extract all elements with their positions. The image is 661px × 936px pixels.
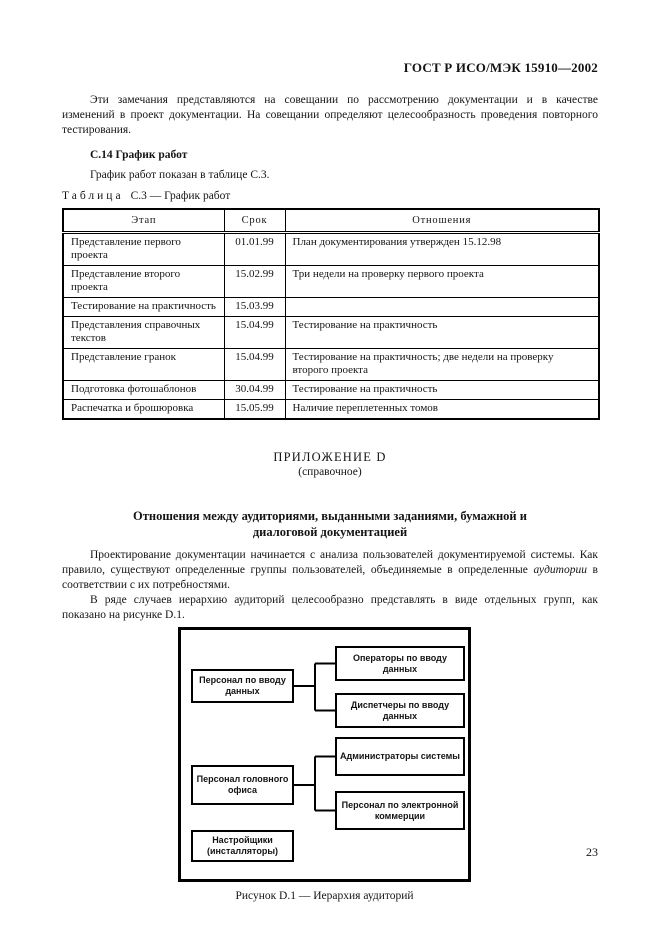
cell-date: 30.04.99 [223,380,286,400]
table-caption-rest: С.3 — График работ [130,190,231,202]
cell-relation: Тестирование на практичность [284,316,600,349]
cell-stage: Представление первого проекта [62,232,225,266]
cell-stage: Тестирование на практичность [62,297,225,317]
cell-relation: Наличие переплетенных томов [284,399,600,420]
diagram-box-label: Администраторы системы [340,751,460,761]
cell-relation [284,297,600,317]
diagram-box-label: Персонал головного офиса [196,774,289,795]
cell-date: 15.02.99 [223,265,286,298]
cell-stage: Представление гранок [62,348,225,381]
intro-paragraph: Эти замечания представляются на совещани… [62,94,598,136]
appendix-paragraph-1: Проектирование документации начинается с… [62,548,598,593]
diagram-box-data-entry-operators: Операторы по вводу данных [335,646,465,681]
appendix-type: (справочное) [298,466,362,478]
connector-lines [294,662,335,812]
table-caption: Таблица С.3 — График работ [62,189,598,203]
cell-relation: Три недели на проверку первого проекта [284,265,600,298]
cell-date: 15.05.99 [223,399,286,420]
section-heading-c14: С.14 График работ [90,149,188,161]
cell-date: 01.01.99 [223,232,286,266]
diagram-box-label: Настройщики (инсталляторы) [206,835,279,856]
diagram-box-data-entry-personnel: Персонал по вводу данных [191,669,294,703]
column-header-relation: Отношения [284,208,600,234]
schedule-table: Этап Срок Отношения Представление первог… [62,208,600,420]
cell-stage: Представление второго проекта [62,265,225,298]
diagram-box-label: Операторы по вводу данных [352,652,447,674]
cell-stage: Распечатка и брошюровка [62,399,225,420]
text-run: в соответствии с их потребностями. [62,564,598,591]
cell-date: 15.03.99 [223,297,286,317]
diagram-box-system-administrators: Администраторы системы [335,737,465,776]
cell-relation: Тестирование на практичность; две недели… [284,348,600,381]
document-header-title: ГОСТ Р ИСО/МЭК 15910—2002 [403,60,598,75]
diagram-box-label: Персонал по вводу данных [199,675,286,696]
text-run: Проектирование документации начинается с… [62,549,598,576]
column-header-date: Срок [223,208,286,234]
diagram-box-data-entry-dispatchers: Диспетчеры по вводу данных [335,693,465,728]
diagram-box-ecommerce-personnel: Персонал по электронной коммерции [335,791,465,830]
appendix-paragraph-2: В ряде случаев иерархию аудиторий целесо… [62,594,598,621]
cell-date: 15.04.99 [223,348,286,381]
table-caption-word: Таблица [62,190,124,202]
diagram-box-installers: Настройщики (инсталляторы) [191,830,294,862]
emphasized-term: аудитории [533,564,587,576]
figure-caption: Рисунок D.1 — Иерархия аудиторий [235,890,414,902]
cell-stage: Подготовка фотошаблонов [62,380,225,400]
audience-hierarchy-diagram: Персонал по вводу данных Операторы по вв… [178,627,471,882]
document-content: ГОСТ Р ИСО/МЭК 15910—2002 Эти замечания … [62,60,600,903]
schedule-paragraph: График работ показан в таблице С.3. [90,169,270,181]
column-header-stage: Этап [62,208,225,234]
table-header-row: Этап Срок Отношения [62,208,600,234]
cell-relation: Тестирование на практичность [284,380,600,400]
appendix-label: ПРИЛОЖЕНИЕ D [273,450,387,464]
appendix-title: Отношения между аудиториями, выданными з… [133,509,527,539]
diagram-box-head-office-personnel: Персонал головного офиса [191,765,294,805]
page-number: 23 [586,845,598,859]
cell-stage: Представления справочных тек­стов [62,316,225,349]
cell-date: 15.04.99 [223,316,286,349]
cell-relation: План документирования утвержден 15.12.98 [284,232,600,266]
diagram-box-label: Персонал по электронной коммерции [341,799,459,821]
diagram-box-label: Диспетчеры по вводу данных [350,699,450,721]
